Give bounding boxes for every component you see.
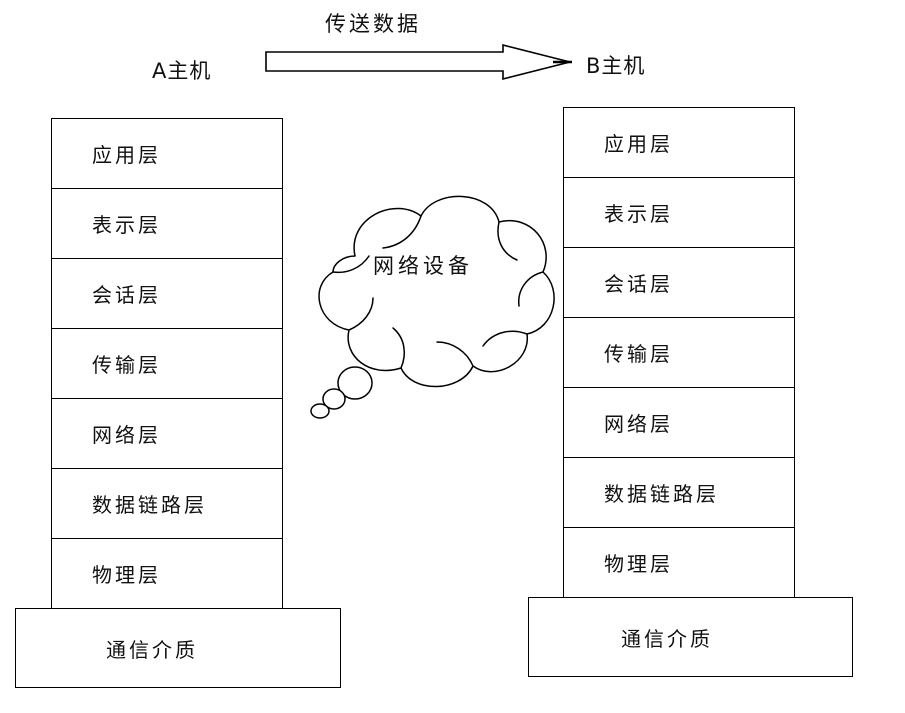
layer-cell-session-a[interactable]: 会话层 <box>52 259 282 329</box>
layer-label: 表示层 <box>92 213 161 237</box>
transmit-arrow-icon <box>265 43 572 81</box>
protocol-stack-b: 应用层 表示层 会话层 传输层 网络层 数据链路层 物理层 <box>563 107 795 598</box>
host-b-label: B主机 <box>586 54 646 78</box>
layer-cell-presentation-a[interactable]: 表示层 <box>52 189 282 259</box>
layer-label: 传输层 <box>604 342 673 366</box>
layer-cell-application-b[interactable]: 应用层 <box>564 108 794 178</box>
communication-medium-box-b[interactable]: 通信介质 <box>528 597 853 677</box>
layer-cell-physical-a[interactable]: 物理层 <box>52 539 282 608</box>
host-a-label: A主机 <box>152 59 212 83</box>
network-device-label: 网络设备 <box>373 254 473 278</box>
protocol-stack-a: 应用层 表示层 会话层 传输层 网络层 数据链路层 物理层 <box>51 118 283 609</box>
medium-label: 通信介质 <box>621 626 713 651</box>
layer-label: 数据链路层 <box>604 482 719 506</box>
layer-cell-session-b[interactable]: 会话层 <box>564 248 794 318</box>
layer-cell-physical-b[interactable]: 物理层 <box>564 528 794 597</box>
layer-label: 应用层 <box>92 143 161 167</box>
medium-label: 通信介质 <box>106 637 198 662</box>
layer-label: 传输层 <box>92 353 161 377</box>
layer-label: 应用层 <box>604 132 673 156</box>
layer-label: 会话层 <box>604 272 673 296</box>
layer-label: 物理层 <box>604 552 673 576</box>
layer-cell-network-b[interactable]: 网络层 <box>564 388 794 458</box>
layer-cell-network-a[interactable]: 网络层 <box>52 399 282 469</box>
network-device-cloud-icon <box>310 195 555 419</box>
layer-cell-transport-b[interactable]: 传输层 <box>564 318 794 388</box>
layer-cell-datalink-a[interactable]: 数据链路层 <box>52 469 282 539</box>
communication-medium-box-a[interactable]: 通信介质 <box>15 608 341 688</box>
layer-label: 物理层 <box>92 563 161 587</box>
layer-cell-presentation-b[interactable]: 表示层 <box>564 178 794 248</box>
layer-label: 网络层 <box>604 412 673 436</box>
layer-cell-application-a[interactable]: 应用层 <box>52 119 282 189</box>
transmit-data-caption: 传送数据 <box>325 12 421 36</box>
layer-label: 会话层 <box>92 283 161 307</box>
layer-label: 表示层 <box>604 202 673 226</box>
layer-label: 网络层 <box>92 423 161 447</box>
layer-cell-datalink-b[interactable]: 数据链路层 <box>564 458 794 528</box>
layer-cell-transport-a[interactable]: 传输层 <box>52 329 282 399</box>
layer-label: 数据链路层 <box>92 493 207 517</box>
